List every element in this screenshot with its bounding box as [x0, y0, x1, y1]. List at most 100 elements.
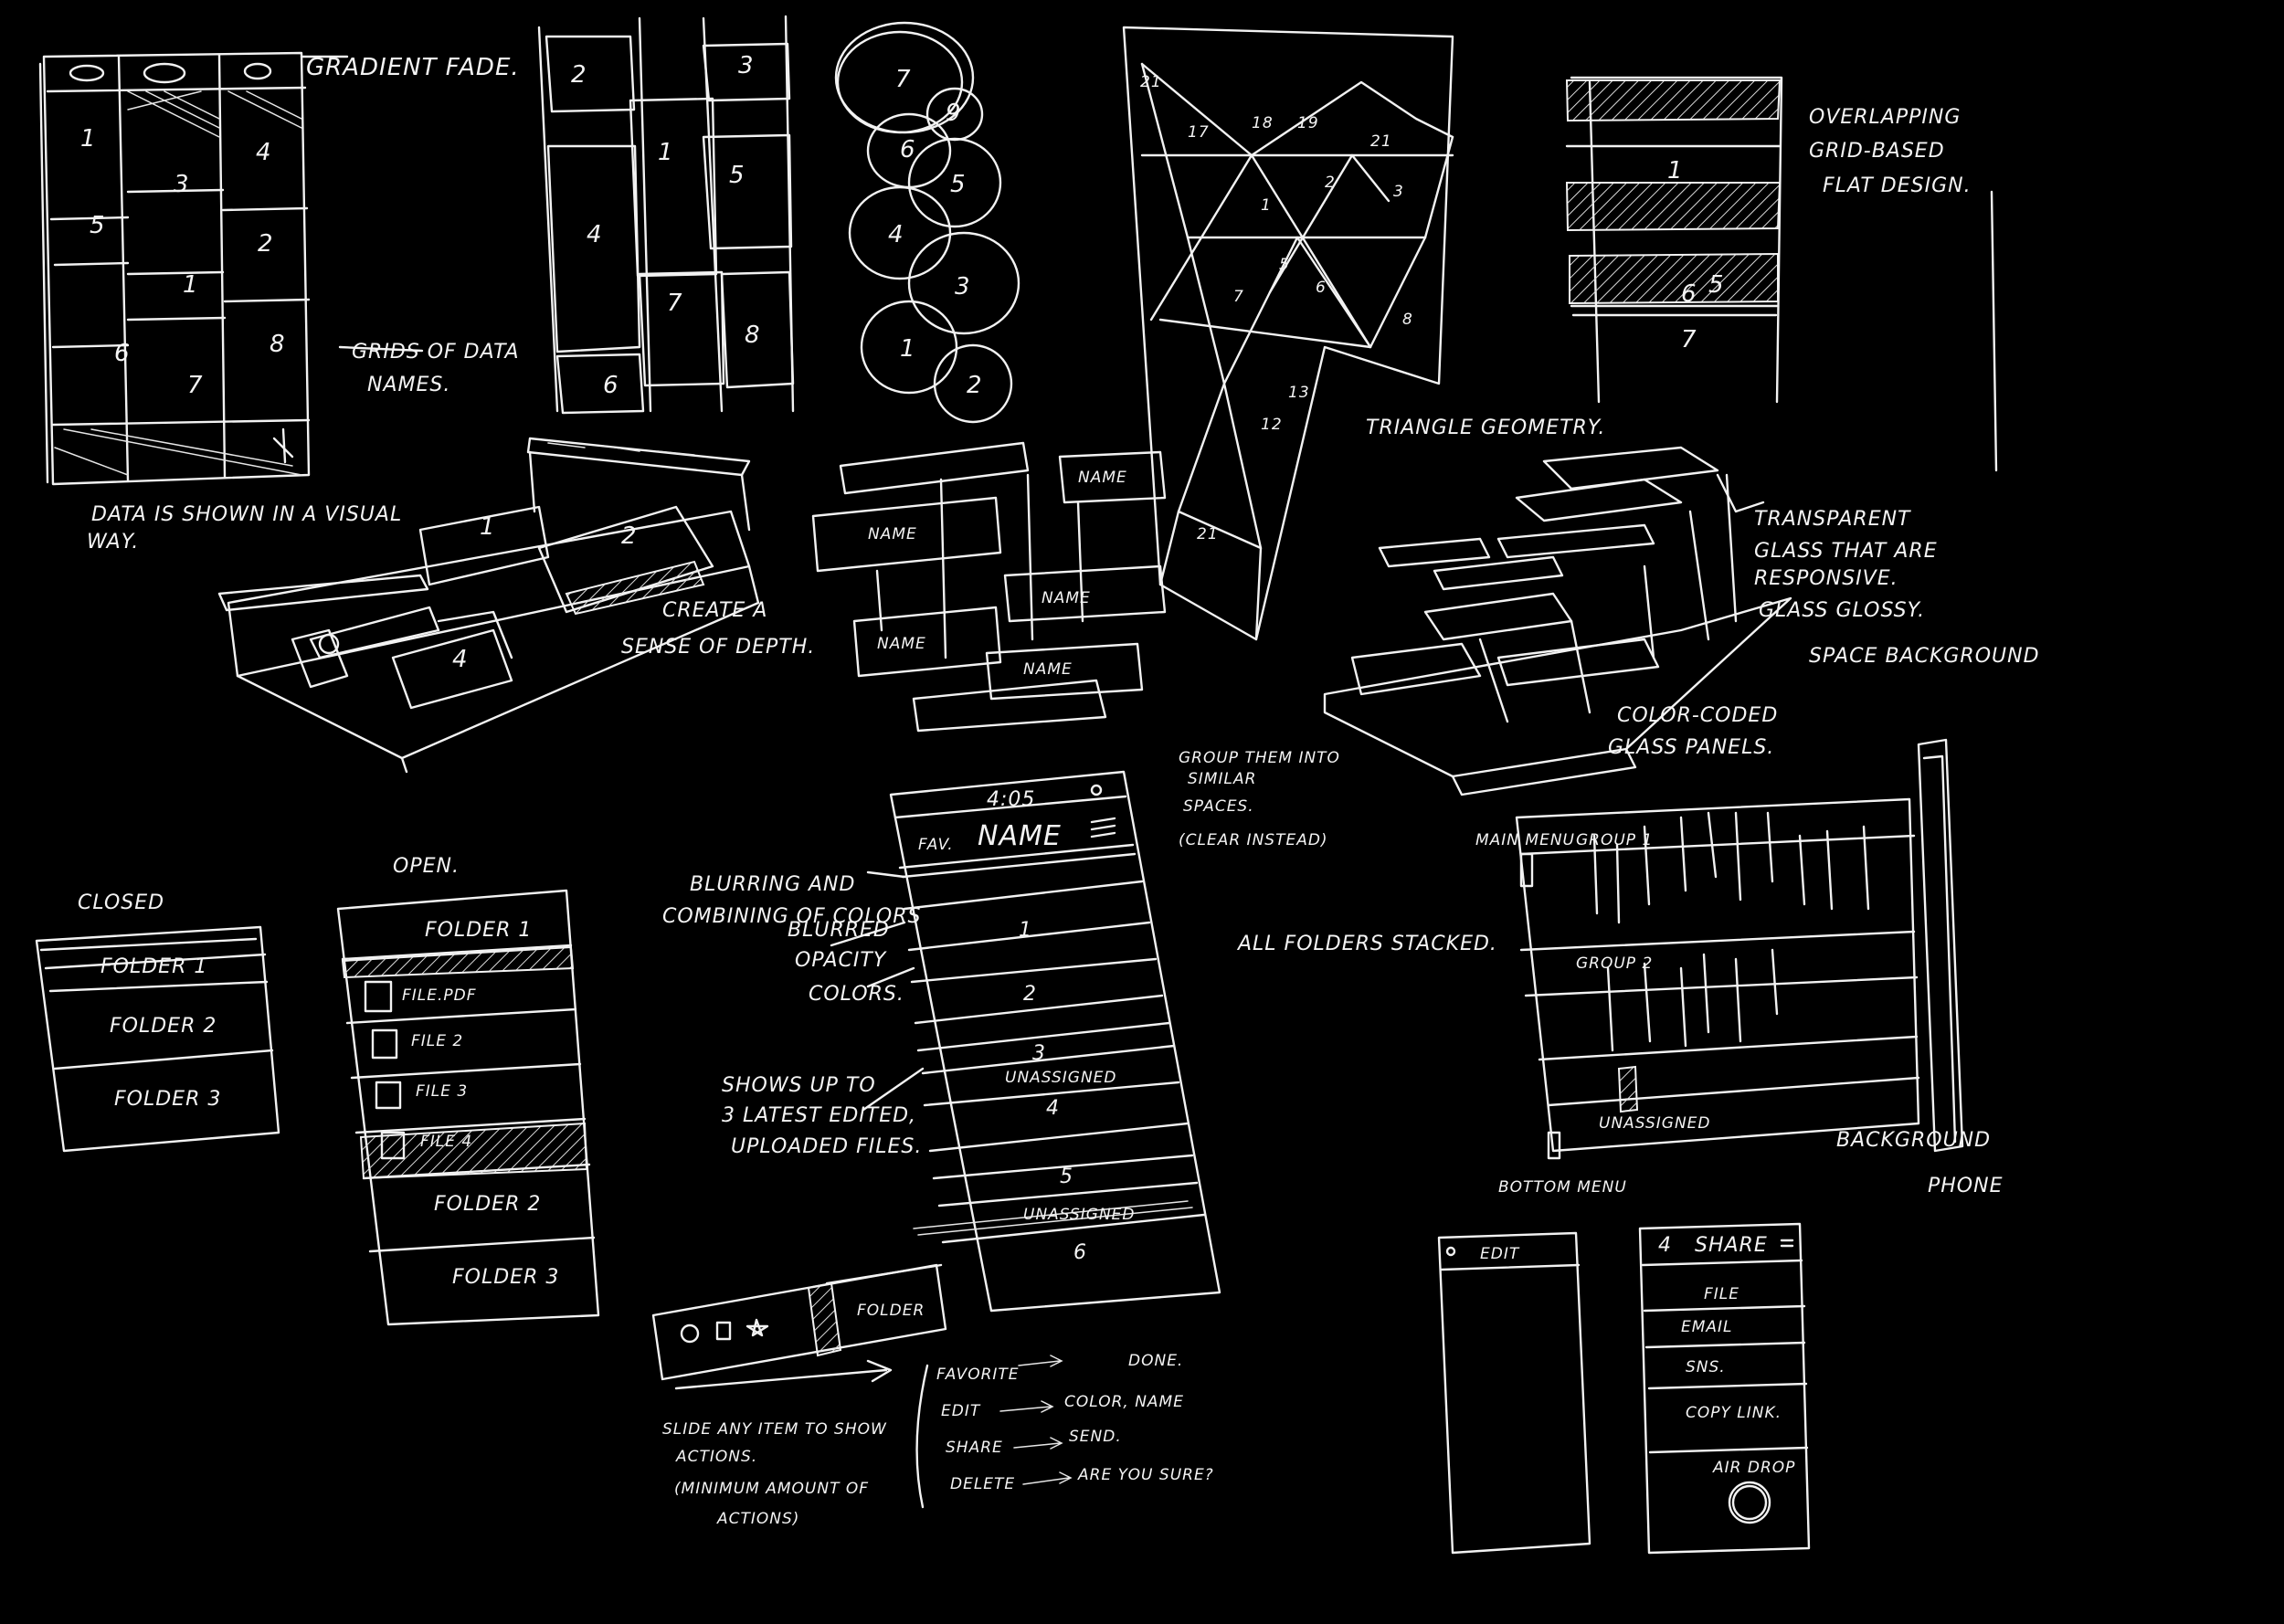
file-label: FILE 3	[416, 1082, 468, 1101]
share-menu-icon	[1782, 1240, 1792, 1246]
note-blurred-1: BLURRED	[788, 919, 890, 942]
file-label: FILE 2	[411, 1032, 463, 1050]
note-slide-4: ACTIONS)	[716, 1510, 799, 1528]
action-result: ARE YOU SURE?	[1077, 1466, 1214, 1484]
bubble-label: 9	[946, 100, 962, 127]
note-slide-3: (MINIMUM AMOUNT OF	[674, 1480, 869, 1498]
name-card-label: NAME	[877, 635, 926, 653]
triangle-sketch: 21 17 18 19 21 1 2 3 5 6 7 8 13 12 21	[1124, 27, 1453, 639]
edit-screen-sketch: EDIT	[1439, 1233, 1590, 1553]
folder-open-label: FOLDER 3	[452, 1266, 559, 1289]
action-name: FAVORITE	[936, 1366, 1020, 1384]
share-back-icon[interactable]: 4	[1658, 1234, 1672, 1257]
triangle-label: 21	[1370, 132, 1392, 151]
grid-cell: 6	[114, 340, 131, 367]
note-transparent-1: TRANSPARENT	[1754, 508, 1911, 531]
folders-open-sketch: FOLDER 1 FILE.PDF FILE 2 FILE 3 FILE 4 F…	[338, 891, 598, 1324]
bubble-label: 3	[955, 273, 971, 301]
stack-unassigned: UNASSIGNED	[1599, 1114, 1711, 1133]
grid-cell: 1	[80, 125, 97, 153]
strip-cell: 1	[658, 139, 674, 166]
strip-cell: 4	[587, 221, 603, 248]
folder-open-label: FOLDER 2	[434, 1193, 541, 1216]
bubble-label: 4	[888, 221, 904, 248]
share-title: SHARE	[1695, 1234, 1768, 1257]
grid-cell: 4	[256, 139, 272, 166]
triangle-label: 3	[1393, 183, 1404, 201]
phone-fav: FAV.	[918, 836, 954, 854]
share-item[interactable]: SNS.	[1686, 1358, 1726, 1376]
triangle-label: 7	[1233, 288, 1244, 306]
note-visual-2: WAY.	[87, 531, 139, 554]
action-result: SEND.	[1069, 1428, 1122, 1446]
depth-sketch: 1 2 4	[219, 438, 758, 772]
action-result: DONE.	[1128, 1352, 1183, 1370]
folders-closed-sketch: FOLDER 1 FOLDER 2 FOLDER 3	[37, 927, 279, 1151]
note-clear-instead: (CLEAR INSTEAD)	[1179, 831, 1328, 849]
phone-row: 3	[1032, 1042, 1046, 1065]
swipe-actions-sketch: FOLDER	[653, 1265, 946, 1388]
share-item[interactable]: FILE	[1704, 1285, 1739, 1303]
phone-row: 1	[1019, 919, 1032, 942]
action-name: SHARE	[946, 1439, 1003, 1457]
triangle-label: 1	[1261, 196, 1272, 215]
note-group-2: SIMILAR	[1188, 770, 1256, 788]
strip-cell: 7	[667, 290, 683, 317]
grid-cell: 5	[90, 212, 106, 239]
action-map: FAVORITE DONE. EDIT COLOR, NAME SHARE SE…	[917, 1352, 1214, 1507]
triangle-label: 6	[1316, 279, 1327, 297]
triangle-label: 18	[1252, 114, 1274, 132]
bubble-label: 7	[895, 66, 912, 93]
note-closed: CLOSED	[78, 891, 164, 914]
stack-main-menu: MAIN MENU	[1475, 831, 1575, 849]
stack-phone: PHONE	[1928, 1175, 2003, 1197]
phone-row: 5	[1060, 1165, 1073, 1188]
stack-bottom-menu: BOTTOM MENU	[1498, 1178, 1627, 1197]
strip-cell: 5	[729, 162, 745, 189]
grid-cell: 3	[174, 171, 190, 198]
swipe-folder-label: FOLDER	[857, 1302, 925, 1320]
phone-time: 4:05	[987, 788, 1035, 811]
note-depth-1: CREATE A	[662, 599, 767, 622]
triangle-label: 21	[1140, 73, 1162, 91]
bubble-label: 5	[950, 171, 967, 198]
name-card-label: NAME	[1023, 660, 1073, 679]
note-blurring-1: BLURRING AND	[690, 873, 855, 896]
phone-title: NAME	[978, 820, 1062, 852]
note-shows-3: UPLOADED FILES.	[731, 1135, 922, 1158]
file-label: FILE 4	[420, 1133, 472, 1151]
name-card-label: NAME	[1042, 589, 1091, 607]
depth-card: 1	[480, 513, 496, 541]
triangle-label: 2	[1325, 174, 1336, 192]
note-visual-1: DATA IS SHOWN IN A VISUAL	[91, 503, 402, 526]
note-group-1: GROUP THEM INTO	[1179, 749, 1340, 767]
share-item[interactable]: EMAIL	[1681, 1318, 1733, 1336]
note-slide-2: ACTIONS.	[675, 1448, 757, 1466]
depth-card: 4	[452, 646, 469, 673]
bubble-label: 2	[967, 372, 983, 399]
note-space-background: SPACE BACKGROUND	[1809, 645, 2040, 668]
overlap-row: 5	[1708, 271, 1725, 299]
stack-group1: GROUP 1	[1576, 831, 1653, 849]
strip-cell: 2	[571, 61, 587, 89]
overlap-row: 1	[1667, 157, 1684, 185]
note-blurring-2: COMBINING OF COLORS	[662, 905, 921, 928]
note-slide-1: SLIDE ANY ITEM TO SHOW	[662, 1420, 887, 1439]
note-blurred-3: COLORS.	[809, 983, 904, 1006]
stack-diagram-sketch	[1517, 740, 1962, 1158]
share-item[interactable]: COPY LINK.	[1686, 1404, 1782, 1422]
action-result: COLOR, NAME	[1064, 1393, 1184, 1411]
overlap-row: 7	[1681, 326, 1697, 353]
action-name: DELETE	[950, 1475, 1015, 1493]
note-transparent-2: GLASS THAT ARE	[1754, 540, 1938, 563]
folder-closed-label: FOLDER 1	[100, 955, 207, 978]
note-transparent-3: RESPONSIVE.	[1754, 567, 1898, 590]
edit-title: EDIT	[1480, 1245, 1520, 1263]
phone-list-sketch: 4:05 FAV. NAME 1 2 3 UNASSIGNED 4 5 UNAS…	[831, 772, 1220, 1311]
bubble-label: 1	[900, 335, 916, 363]
note-overlap-2: GRID-BASED	[1809, 140, 1945, 163]
share-airdrop[interactable]: AIR DROP	[1712, 1459, 1795, 1477]
grid-cell: 2	[258, 230, 274, 258]
bubbles-sketch: 7 9 6 5 4 3 1 2	[836, 23, 1019, 422]
action-name: EDIT	[941, 1402, 981, 1420]
